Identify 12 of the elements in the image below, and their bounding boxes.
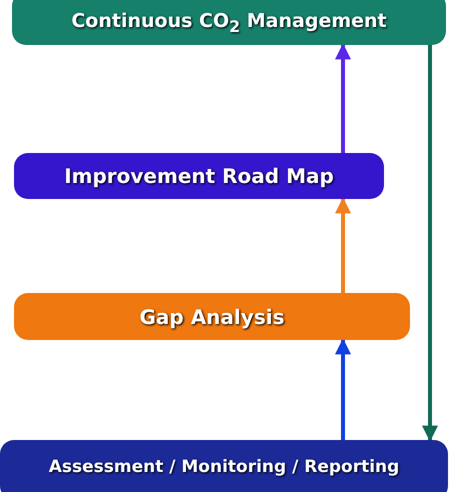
step-label: Improvement Road Map xyxy=(64,164,334,188)
arrow xyxy=(335,43,351,153)
arrow xyxy=(422,45,438,442)
step-label: Continuous CO$_{2}$ Management xyxy=(71,10,387,36)
process-box xyxy=(12,0,446,45)
process-box xyxy=(14,293,410,340)
step-label: Gap Analysis xyxy=(140,304,284,328)
process-box xyxy=(0,440,448,492)
arrow xyxy=(335,197,351,293)
step-label: Assessment / Monitoring / Reporting xyxy=(48,457,400,477)
arrow xyxy=(335,338,351,440)
process-box xyxy=(14,153,384,199)
